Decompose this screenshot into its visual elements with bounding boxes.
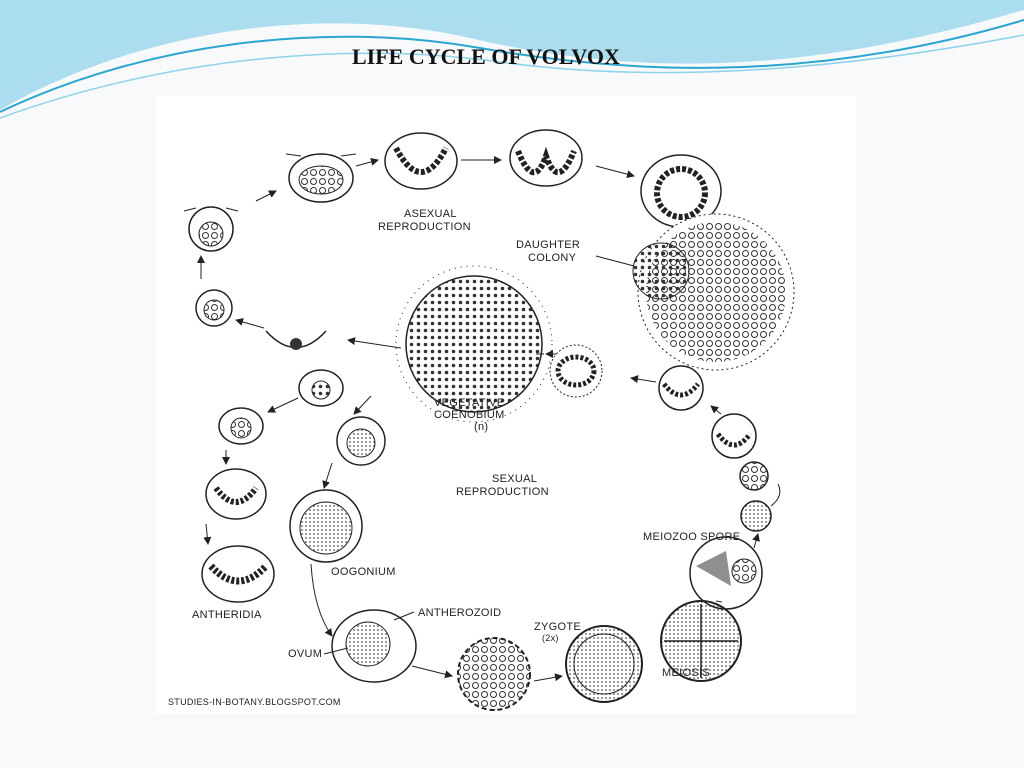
vegetative-coenobium [395,265,553,423]
zoospore-release-cell [689,536,763,610]
label-antheridia: ANTHERIDIA [192,609,262,621]
label-asexual: ASEXUAL [404,208,457,220]
label-daughter: DAUGHTER [516,239,580,251]
label-meiosis: MEIOSIS [662,667,710,679]
label-ovum: OVUM [288,648,322,660]
developing-colony-center [298,369,344,407]
label-coenobium: COENOBIUM [434,409,505,421]
daughter-colony [632,213,795,371]
label-colony: COLONY [528,252,577,264]
meiozoospore-cell [740,483,781,532]
label-antherozoid: ANTHEROZOID [418,607,501,619]
life-cycle-diagram: ASEXUAL REPRODUCTION DAUGHTER COLONY [168,129,795,711]
label-vegetative: VEGETATIVE [434,397,504,409]
young-colony-right [549,344,603,398]
label-meiozoospore: MEIOZOO SPORE [643,531,740,543]
fertilization-cell [331,609,417,683]
asexual-stage-left-1 [195,289,233,327]
germination-stage-2 [711,413,757,459]
zygote-mature [565,625,643,703]
label-sexual: SEXUAL [492,473,537,485]
asexual-stage-2 [285,153,357,203]
asexual-stage-left-2 [265,330,327,350]
antheridium-stage-2 [205,468,267,520]
label-asexual-reproduction: REPRODUCTION [378,221,471,233]
label-zygote: ZYGOTE [534,621,581,633]
germination-stage-3 [739,461,769,491]
antheridium-stage-1 [218,407,264,445]
zygote-spiny [457,637,531,711]
oogonium-stage-1 [336,416,386,466]
oogonium-cell [289,489,363,563]
label-ploidy-n: (n) [474,421,488,433]
meiosis-cell [660,600,742,682]
label-sexual-reproduction: REPRODUCTION [456,486,549,498]
antheridia-cell [201,545,275,603]
header-wave-decoration [0,0,1024,119]
volvox-life-cycle-figure: ASEXUAL REPRODUCTION DAUGHTER COLONY [156,96,856,714]
slide-title: LIFE CYCLE OF VOLVOX [352,44,620,69]
label-diploid: (2x) [542,633,559,643]
label-oogonium: OOGONIUM [331,566,396,578]
asexual-stage-1 [183,206,239,252]
asexual-stage-3 [384,132,458,190]
figure-credit: STUDIES-IN-BOTANY.BLOGSPOT.COM [168,697,341,707]
germination-stage-1 [658,365,704,411]
asexual-stage-4 [509,129,583,187]
